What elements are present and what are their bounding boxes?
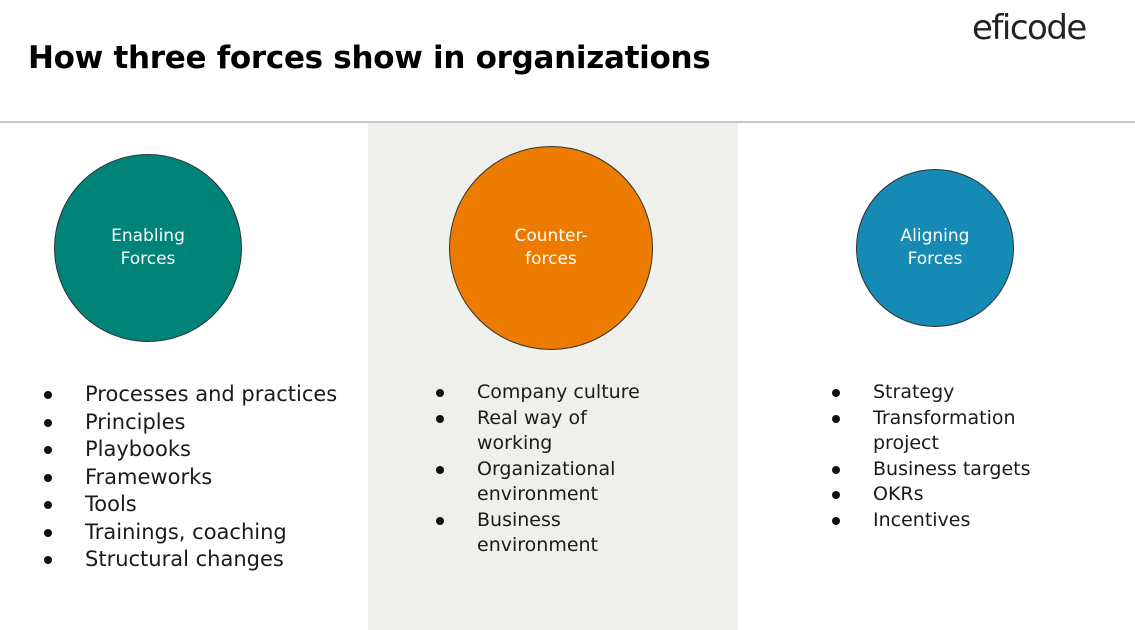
aligning-forces-list: Strategy Transformation project Business…	[830, 380, 1090, 533]
list-item: Frameworks	[42, 464, 342, 492]
circle-label-line: Aligning	[900, 226, 970, 246]
counter-forces-circle: Counter- forces	[449, 146, 653, 350]
list-item: Incentives	[830, 508, 1090, 534]
list-item: Trainings, coaching	[42, 519, 342, 547]
list-item: Structural changes	[42, 546, 342, 574]
circle-label-line: Enabling	[111, 226, 185, 246]
slide-title: How three forces show in organizations	[28, 40, 711, 76]
enabling-forces-circle: Enabling Forces	[54, 154, 242, 342]
circle-label-line: Forces	[120, 249, 176, 269]
list-item: Company culture	[434, 380, 694, 406]
circle-label-line: Counter-	[514, 226, 588, 246]
list-item: Transformation project	[830, 406, 1050, 457]
header-divider	[0, 121, 1135, 123]
list-item: Playbooks	[42, 436, 342, 464]
eficode-logo: eficode	[972, 8, 1087, 48]
list-item: Strategy	[830, 380, 1090, 406]
list-item: Principles	[42, 409, 342, 437]
list-item: Organizational environment	[434, 457, 654, 508]
aligning-forces-circle: Aligning Forces	[856, 169, 1014, 327]
list-item: Processes and practices	[42, 381, 342, 409]
circle-label-line: Forces	[907, 249, 963, 269]
counter-forces-list: Company culture Real way of working Orga…	[434, 380, 694, 559]
list-item: Business targets	[830, 457, 1090, 483]
circle-label-line: forces	[525, 249, 577, 269]
list-item: Real way of working	[434, 406, 634, 457]
list-item: Business environment	[434, 508, 634, 559]
list-item: Tools	[42, 491, 342, 519]
enabling-forces-list: Processes and practices Principles Playb…	[42, 381, 342, 574]
list-item: OKRs	[830, 482, 1090, 508]
